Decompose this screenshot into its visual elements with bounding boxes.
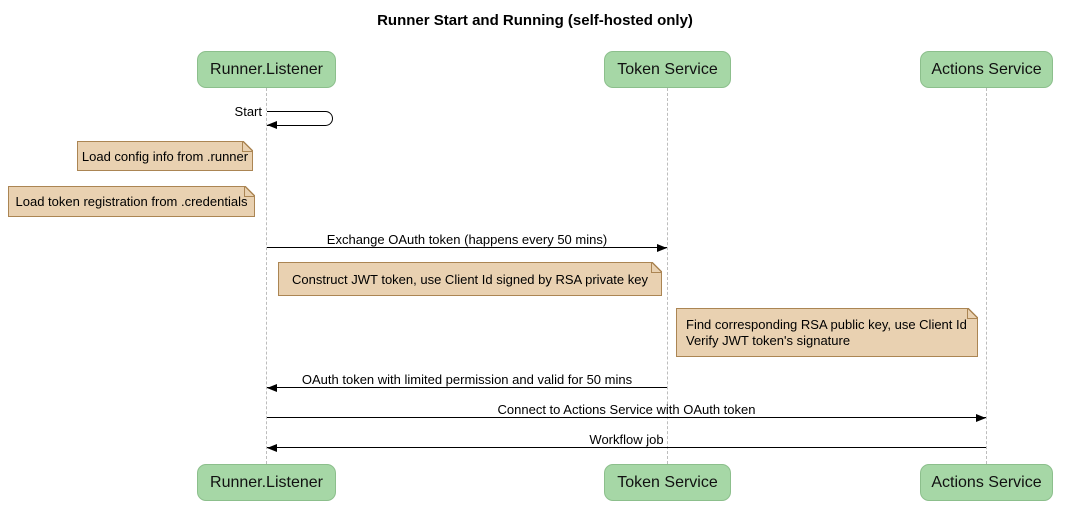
- message-line: [267, 447, 986, 448]
- note-text: Construct JWT token, use Client Id signe…: [292, 271, 648, 287]
- arrowhead-icon: [267, 121, 277, 129]
- message-label-oauth-return: OAuth token with limited permission and …: [301, 372, 633, 387]
- participant-token-service-top: Token Service: [604, 51, 731, 88]
- message-line: [267, 417, 986, 418]
- message-line: [267, 387, 667, 388]
- diagram-title: Runner Start and Running (self-hosted on…: [377, 12, 693, 29]
- note-fold-icon: [651, 262, 662, 273]
- message-line: [267, 247, 667, 248]
- lifeline-runner-listener: [266, 88, 267, 464]
- note-text: Find corresponding RSA public key, use C…: [686, 317, 967, 349]
- note-text: Load token registration from .credential…: [15, 194, 248, 209]
- lifeline-actions-service: [986, 88, 987, 464]
- self-message-loop: [267, 111, 333, 126]
- arrowhead-icon: [267, 444, 277, 452]
- note-line-2: Verify JWT token's signature: [686, 332, 851, 348]
- participant-actions-service-top: Actions Service: [920, 51, 1053, 88]
- arrowhead-icon: [976, 414, 986, 422]
- arrowhead-icon: [267, 384, 277, 392]
- note-load-config: Load config info from .runner: [77, 141, 253, 171]
- note-construct-jwt: Construct JWT token, use Client Id signe…: [278, 262, 662, 296]
- note-verify-jwt: Find corresponding RSA public key, use C…: [676, 308, 978, 357]
- message-label-exchange-oauth: Exchange OAuth token (happens every 50 m…: [326, 232, 608, 247]
- lifeline-token-service: [667, 88, 668, 464]
- note-fold-icon: [244, 186, 255, 197]
- message-label-start: Start: [234, 104, 262, 119]
- arrowhead-icon: [657, 244, 667, 252]
- message-label-connect-actions: Connect to Actions Service with OAuth to…: [497, 402, 756, 417]
- participant-runner-listener-top: Runner.Listener: [197, 51, 336, 88]
- participant-token-service-bottom: Token Service: [604, 464, 731, 501]
- participant-actions-service-bottom: Actions Service: [920, 464, 1053, 501]
- note-text: Load config info from .runner: [81, 148, 249, 164]
- message-label-workflow-job: Workflow job: [589, 432, 664, 447]
- participant-runner-listener-bottom: Runner.Listener: [197, 464, 336, 501]
- note-line-1: Find corresponding RSA public key, use C…: [686, 316, 967, 332]
- note-fold-icon: [242, 141, 253, 152]
- note-load-token-registration: Load token registration from .credential…: [8, 186, 255, 217]
- note-fold-icon: [967, 308, 978, 319]
